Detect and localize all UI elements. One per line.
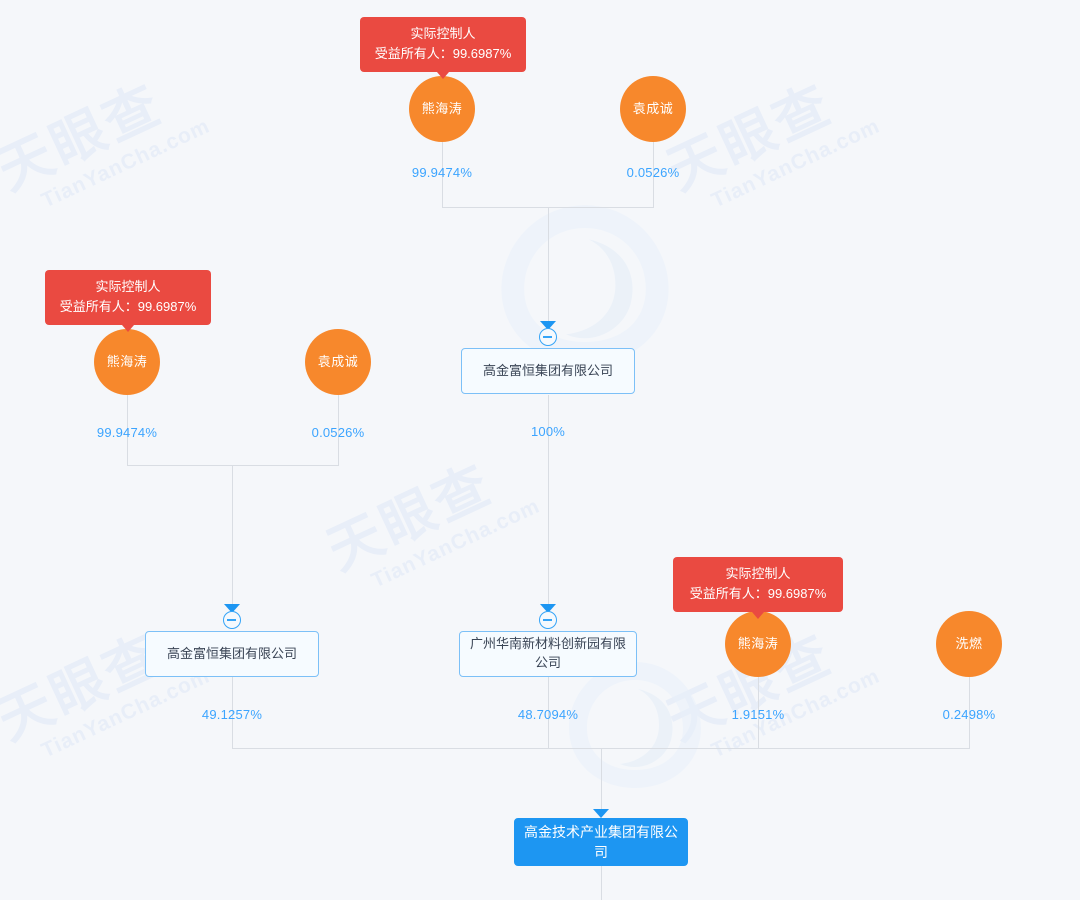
edge-person-to-bracket	[653, 142, 655, 208]
badge-line-1: 实际控制人	[725, 566, 791, 581]
person-node[interactable]: 熊海涛	[725, 611, 791, 677]
edge-shareholder-to-merge	[548, 677, 550, 749]
badge-line-2: 受益所有人：99.6987%	[59, 299, 197, 315]
edge-company-to-company	[548, 395, 550, 610]
ownership-percent: 48.7094%	[517, 707, 579, 722]
company-name: 高金富恒集团有限公司	[482, 362, 613, 378]
ownership-percent: 99.9474%	[96, 425, 158, 440]
watermark: 天眼查 TianYanCha.com	[658, 62, 884, 225]
collapse-toggle[interactable]	[537, 321, 559, 351]
company-node[interactable]: 高金富恒集团有限公司	[145, 631, 319, 677]
company-node[interactable]: 广州华南新材料创新园有限公司	[459, 631, 637, 677]
collapse-toggle[interactable]	[537, 604, 559, 634]
edge-target-downstream	[601, 866, 603, 900]
badge-line-2: 受益所有人：99.6987%	[689, 586, 827, 602]
ownership-percent: 0.2498%	[942, 707, 996, 722]
actual-controller-badge[interactable]: 实际控制人 受益所有人：99.6987%	[360, 17, 526, 80]
person-name: 袁成诚	[317, 353, 359, 369]
ownership-percent: 0.0526%	[311, 425, 365, 440]
actual-controller-badge[interactable]: 实际控制人 受益所有人：99.6987%	[673, 557, 843, 620]
watermark: 天眼查 TianYanCha.com	[0, 62, 214, 225]
watermark-en: TianYanCha.com	[38, 664, 214, 763]
person-name: 洗燃	[955, 635, 983, 651]
circle-minus-icon	[539, 328, 557, 346]
watermark: 天眼查 TianYanCha.com	[318, 442, 544, 605]
company-name: 高金技术产业集团有限公司	[524, 823, 678, 860]
actual-controller-badge[interactable]: 实际控制人 受益所有人：99.6987%	[45, 270, 211, 333]
edge-bracket-to-company	[232, 465, 234, 605]
edge-shareholder-to-merge	[758, 677, 760, 749]
person-node[interactable]: 熊海涛	[409, 76, 475, 142]
edge-shareholder-to-merge	[232, 677, 234, 749]
edge-merge-to-target	[601, 748, 603, 814]
ownership-percent: 1.9151%	[731, 707, 785, 722]
target-company-node[interactable]: 高金技术产业集团有限公司	[514, 818, 688, 866]
edge-bracket-to-company	[548, 207, 550, 322]
company-name: 高金富恒集团有限公司	[166, 645, 297, 661]
watermark-en: TianYanCha.com	[708, 114, 884, 213]
company-name: 广州华南新材料创新园有限公司	[469, 636, 626, 670]
edge-shareholder-to-merge	[969, 677, 971, 749]
badge-line-1: 实际控制人	[410, 26, 476, 41]
watermark-en: TianYanCha.com	[38, 114, 214, 213]
collapse-toggle[interactable]	[221, 604, 243, 634]
arrow-down-icon	[540, 604, 556, 613]
watermark-cn: 天眼查	[658, 73, 842, 202]
watermark-en: TianYanCha.com	[368, 494, 544, 593]
watermark-cn: 天眼查	[318, 453, 502, 582]
person-node[interactable]: 洗燃	[936, 611, 1002, 677]
badge-line-2: 受益所有人：99.6987%	[374, 46, 512, 62]
company-node[interactable]: 高金富恒集团有限公司	[461, 348, 635, 394]
edge-person-to-bracket	[442, 142, 444, 208]
person-node[interactable]: 袁成诚	[305, 329, 371, 395]
person-name: 熊海涛	[737, 635, 779, 651]
ownership-percent: 99.9474%	[411, 165, 473, 180]
circle-minus-icon	[223, 611, 241, 629]
ownership-percent: 49.1257%	[201, 707, 263, 722]
person-name: 袁成诚	[632, 100, 674, 116]
edge-person-to-bracket	[127, 395, 129, 466]
circle-minus-icon	[539, 611, 557, 629]
watermark-cn: 天眼查	[0, 73, 172, 202]
person-node[interactable]: 熊海涛	[94, 329, 160, 395]
arrow-down-icon	[224, 604, 240, 613]
badge-line-1: 实际控制人	[95, 279, 161, 294]
person-name: 熊海涛	[421, 100, 463, 116]
person-node[interactable]: 袁成诚	[620, 76, 686, 142]
person-name: 熊海涛	[106, 353, 148, 369]
ownership-percent: 100%	[530, 424, 566, 439]
edge-person-to-bracket	[338, 395, 340, 466]
ownership-percent: 0.0526%	[626, 165, 680, 180]
arrow-down-icon	[593, 809, 609, 818]
